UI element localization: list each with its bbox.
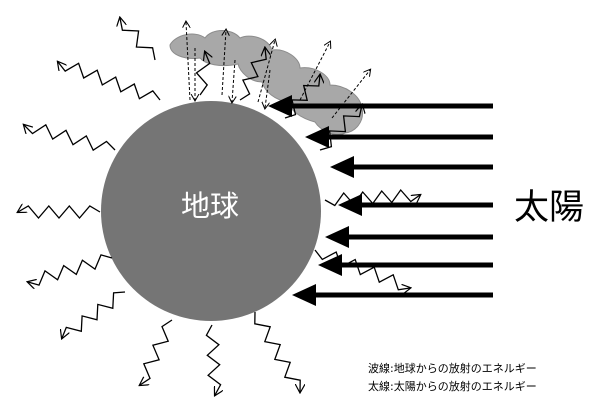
solar-ray-head bbox=[325, 226, 349, 248]
cloud-radiation-dashed bbox=[221, 30, 226, 96]
earth-circle bbox=[101, 101, 321, 321]
earth-radiation-group bbox=[18, 18, 420, 395]
earth-radiation-wave bbox=[254, 311, 300, 392]
earth-radiation-wave bbox=[120, 18, 156, 61]
earth-radiation-wave bbox=[314, 249, 410, 290]
earth-radiation-wave bbox=[239, 48, 266, 101]
legend: 波線:地球からの放射のエネルギー 太線:太陽からの放射のエネルギー bbox=[368, 360, 598, 396]
earth-radiation-wave bbox=[284, 75, 320, 119]
legend-thick: 太線:太陽からの放射のエネルギー bbox=[368, 380, 537, 393]
earth-radiation-wave bbox=[58, 62, 161, 101]
solar-ray-head bbox=[268, 95, 292, 117]
cloud-radiation-dashed bbox=[186, 22, 191, 101]
cloud-radiation-dashed bbox=[232, 59, 235, 102]
earth-radiation-wave bbox=[319, 105, 362, 151]
cloud-radiation-dashed bbox=[257, 40, 275, 103]
solar-ray-head bbox=[292, 284, 316, 306]
solar-radiation-group bbox=[268, 95, 493, 306]
cloud-radiation-group bbox=[186, 22, 370, 119]
earth-label: 地球 bbox=[180, 189, 239, 223]
solar-ray-head bbox=[330, 156, 354, 178]
earth-radiation-wave bbox=[18, 206, 101, 220]
solar-ray-head bbox=[338, 194, 362, 216]
sun-label: 太陽 bbox=[514, 188, 585, 228]
solar-ray-head bbox=[318, 254, 342, 276]
earth-radiation-wave bbox=[140, 319, 173, 385]
cloud-radiation-dashed bbox=[265, 69, 271, 108]
earth-radiation-wave bbox=[28, 254, 113, 285]
cloud-radiation-dashed bbox=[299, 42, 330, 101]
cloud-radiation-dashed bbox=[331, 70, 370, 119]
earth-radiation-wave bbox=[205, 324, 220, 395]
solar-ray-head bbox=[305, 126, 329, 148]
earth-radiation-wave bbox=[195, 52, 210, 96]
earth-radiation-wave bbox=[62, 291, 126, 338]
legend-wavy: 波線:地球からの放射のエネルギー bbox=[368, 362, 537, 375]
cloud bbox=[169, 30, 364, 136]
earth-radiation-wave bbox=[24, 125, 116, 152]
